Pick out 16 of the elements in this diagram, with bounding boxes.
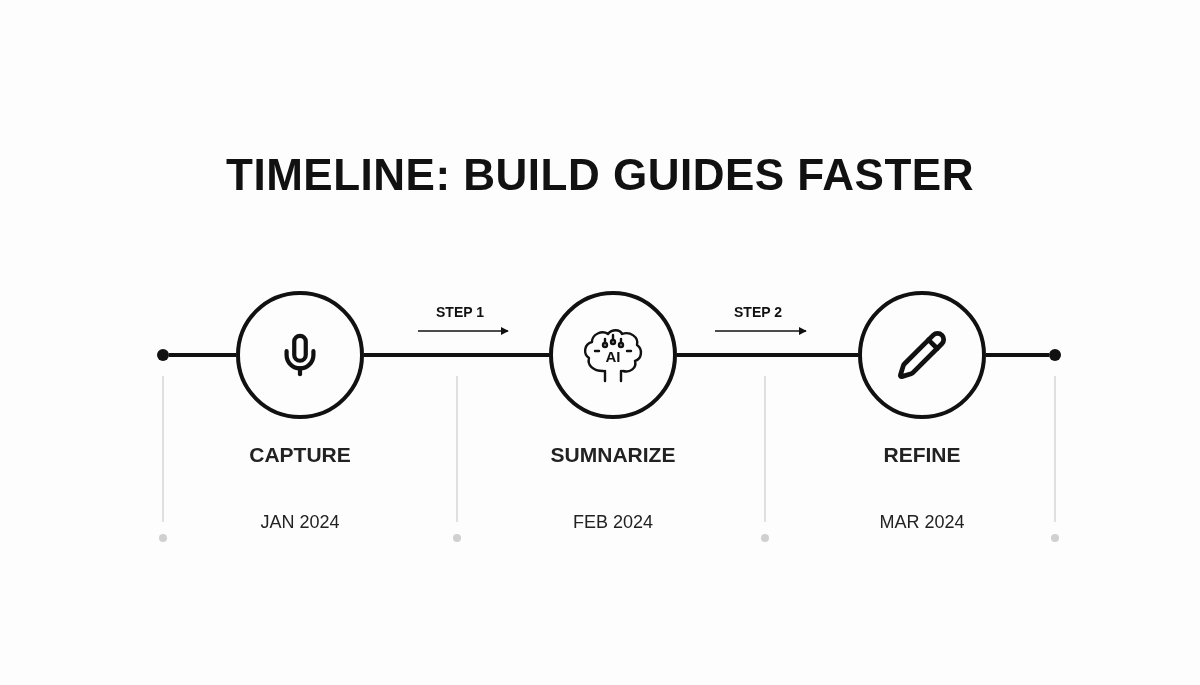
step-label: STEP 1: [435, 304, 485, 320]
timeline-endpoint-dot: [157, 349, 169, 361]
timeline-endpoint-dot: [1049, 349, 1061, 361]
step-date: JAN 2024: [259, 512, 341, 533]
step-name: REFINE: [882, 443, 962, 467]
step-name: CAPTURE: [248, 443, 352, 467]
step-label: STEP 2: [733, 304, 783, 320]
title: TIMELINE: BUILD GUIDES FASTER: [225, 150, 975, 200]
timeline-line: [169, 353, 236, 357]
timeline-line: [364, 353, 549, 357]
step-date: FEB 2024: [571, 512, 655, 533]
ai-text: AI: [605, 348, 621, 366]
step-name: SUMNARIZE: [549, 443, 677, 467]
timeline-line: [677, 353, 858, 357]
step-date: MAR 2024: [878, 512, 966, 533]
timeline-line: [986, 353, 1049, 357]
